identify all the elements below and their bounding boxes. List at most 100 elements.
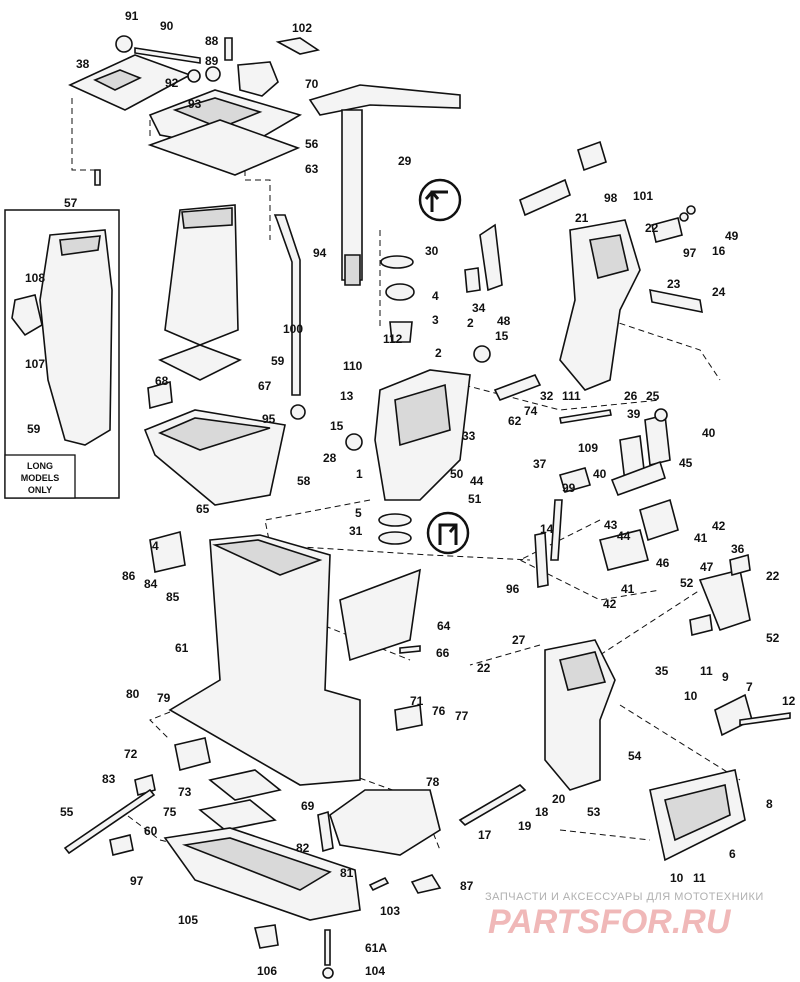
- pin-32: [493, 373, 542, 402]
- lower-parts: [63, 704, 442, 979]
- callout-c77: 77: [455, 709, 469, 723]
- upper-parts: [68, 35, 321, 186]
- bushing-5: [378, 513, 412, 527]
- inset-label-line1: LONG: [27, 461, 53, 471]
- grommet-97b: [109, 834, 134, 856]
- lever-46: [599, 529, 649, 571]
- callout-c42a: 42: [712, 519, 726, 533]
- callout-c70: 70: [305, 77, 319, 91]
- screw-36: [729, 553, 751, 577]
- bushing-4: [385, 283, 415, 301]
- callout-c107: 107: [25, 357, 45, 371]
- long-models-inset: LONG MODELS ONLY: [4, 209, 120, 499]
- callout-c44a: 44: [470, 474, 484, 488]
- callout-c64: 64: [437, 619, 451, 633]
- nut-49: [686, 205, 696, 215]
- screw-57: [94, 169, 101, 186]
- inset-label-line2: MODELS: [21, 473, 60, 483]
- callout-c3: 3: [432, 313, 439, 327]
- callout-c2b: 2: [435, 346, 442, 360]
- callout-c8: 8: [766, 797, 773, 811]
- washer-15b: [345, 433, 363, 451]
- callout-c13: 13: [340, 389, 354, 403]
- callout-c61: 61: [175, 641, 189, 655]
- callout-c52a: 52: [680, 576, 694, 590]
- plate-84: [149, 530, 186, 573]
- clip-102: [275, 37, 321, 55]
- cap-39: [654, 408, 668, 422]
- callout-c50: 50: [450, 467, 464, 481]
- bracket-7: [714, 693, 753, 737]
- callout-c51: 51: [468, 492, 482, 506]
- callout-c92: 92: [165, 76, 179, 90]
- callout-c61a: 61A: [365, 941, 387, 955]
- callout-c11b: 11: [693, 871, 706, 885]
- callout-c88: 88: [205, 34, 219, 48]
- callout-c29: 29: [398, 154, 412, 168]
- watermark-line1: ЗАПЧАСТИ И АКСЕССУАРЫ ДЛЯ МОТОТЕХНИКИ: [485, 891, 764, 903]
- callout-c69: 69: [301, 799, 315, 813]
- callout-c100: 100: [283, 322, 303, 336]
- callout-c41a: 41: [694, 531, 708, 545]
- callout-c43: 43: [604, 518, 618, 532]
- callout-c40b: 40: [593, 467, 607, 481]
- callout-c34: 34: [472, 301, 486, 315]
- callout-c82: 82: [296, 841, 310, 855]
- callout-c28: 28: [323, 451, 337, 465]
- callout-c109: 109: [578, 441, 598, 455]
- callout-c32: 32: [540, 389, 554, 403]
- seal-69: [208, 769, 282, 801]
- arrow-up-right-icon: [426, 511, 470, 555]
- callout-c6: 6: [729, 847, 736, 861]
- washer-93: [205, 66, 221, 82]
- washer-30: [380, 255, 414, 269]
- callout-c54: 54: [628, 749, 642, 763]
- callout-c89: 89: [205, 54, 219, 68]
- callout-c19: 19: [518, 819, 532, 833]
- callout-c15a: 15: [495, 329, 509, 343]
- callout-c74: 74: [524, 404, 538, 418]
- callout-c12: 12: [782, 694, 796, 708]
- spring-40a: [644, 414, 671, 466]
- callout-c26: 26: [624, 389, 638, 403]
- callout-c96: 96: [506, 582, 520, 596]
- callout-c94: 94: [313, 246, 327, 260]
- thumbscrew-97a: [651, 217, 683, 243]
- callout-c55: 55: [60, 805, 74, 819]
- exhaust-housing-61: [149, 530, 421, 786]
- callout-c108: 108: [25, 271, 45, 285]
- callout-c99: 99: [562, 481, 576, 495]
- callout-c104: 104: [365, 964, 385, 978]
- callout-c1: 1: [356, 467, 363, 481]
- callout-c79: 79: [157, 691, 171, 705]
- bracket-70: [237, 61, 279, 97]
- callout-c7: 7: [746, 680, 753, 694]
- arrow-up-left-icon: [418, 178, 462, 222]
- watermark: ЗАПЧАСТИ И АКСЕССУАРЫ ДЛЯ МОТОТЕХНИКИ PA…: [485, 891, 764, 941]
- callout-c22a: 22: [645, 221, 659, 235]
- callout-c4: 4: [432, 289, 439, 303]
- callout-c85: 85: [166, 590, 180, 604]
- arm-21: [519, 178, 571, 217]
- callout-c5: 5: [355, 506, 362, 520]
- callout-c11a: 11: [700, 664, 713, 678]
- callout-c2a: 2: [467, 316, 474, 330]
- callout-c24: 24: [712, 285, 726, 299]
- callout-c18: 18: [535, 805, 549, 819]
- spring-96: [534, 532, 549, 588]
- watermark-line2: PARTSFOR.RU: [488, 903, 732, 941]
- inset-label-line3: ONLY: [28, 485, 52, 495]
- callout-c97b: 97: [130, 874, 144, 888]
- callout-c22b: 22: [766, 569, 780, 583]
- callout-c41b: 41: [621, 582, 635, 596]
- callout-c102: 102: [292, 21, 312, 35]
- callout-c105: 105: [178, 913, 198, 927]
- callout-c91: 91: [125, 9, 139, 23]
- callout-c4b: 4: [152, 539, 159, 553]
- direction-icons: [418, 178, 470, 555]
- stern-bracket-27: [458, 639, 791, 862]
- stern-bracket-23: [559, 140, 703, 391]
- swivel-bracket-1: [345, 178, 612, 545]
- callout-c35: 35: [655, 664, 669, 678]
